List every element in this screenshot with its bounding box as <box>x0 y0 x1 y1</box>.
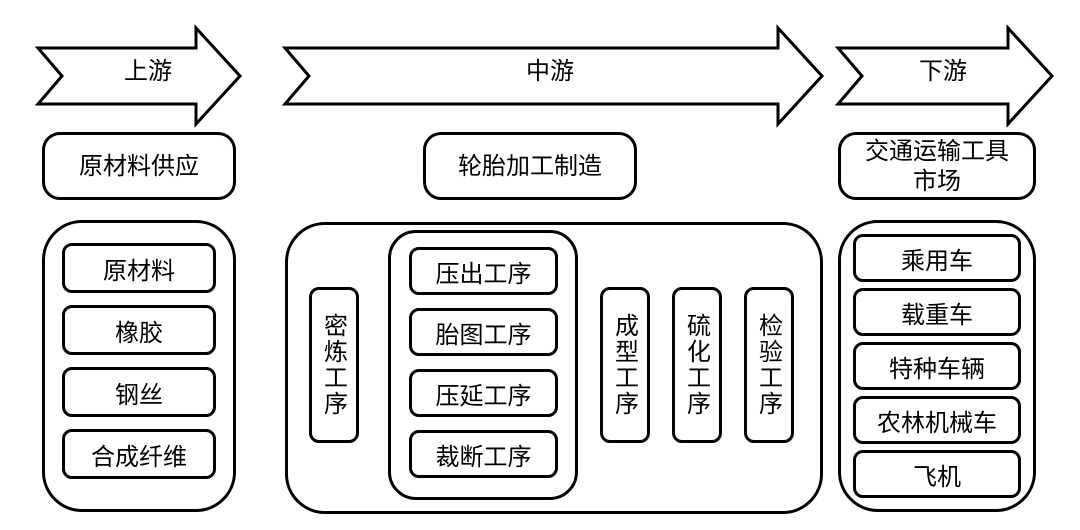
midstream-calendering-process: 压延工序 <box>409 369 558 417</box>
midstream-tread-pattern-process: 胎图工序 <box>409 308 558 356</box>
midstream-vulcanizing-process: 硫化工序 <box>672 287 722 443</box>
upstream-item-rubber: 橡胶 <box>62 305 216 355</box>
midstream-mixing-process: 密炼工序 <box>309 287 359 443</box>
downstream-item-truck: 载重车 <box>853 288 1021 336</box>
midstream-header: 轮胎加工制造 <box>423 132 637 200</box>
downstream-arrow <box>834 24 1055 128</box>
midstream-building-process: 成型工序 <box>600 287 650 443</box>
upstream-item-steel-wire: 钢丝 <box>62 367 216 417</box>
upstream-arrow-label: 上游 <box>124 57 172 85</box>
midstream-arrow-label: 中游 <box>526 57 574 85</box>
upstream-arrow <box>34 24 243 128</box>
upstream-item-raw-materials: 原材料 <box>62 243 216 293</box>
downstream-arrow-label: 下游 <box>919 57 967 85</box>
downstream-item-agri-forestry-vehicle: 农林机械车 <box>853 396 1021 444</box>
downstream-header: 交通运输工具市场 <box>838 132 1036 200</box>
midstream-cutting-process: 裁断工序 <box>409 430 558 478</box>
midstream-arrow <box>281 24 825 128</box>
downstream-item-passenger-car: 乘用车 <box>853 234 1021 282</box>
midstream-inspection-process: 检验工序 <box>744 287 794 443</box>
upstream-item-synthetic-fiber: 合成纤维 <box>62 429 216 479</box>
upstream-header: 原材料供应 <box>42 132 236 200</box>
midstream-extrusion-process: 压出工序 <box>409 247 558 295</box>
downstream-item-aircraft: 飞机 <box>853 450 1021 498</box>
downstream-item-special-vehicle: 特种车辆 <box>853 342 1021 390</box>
